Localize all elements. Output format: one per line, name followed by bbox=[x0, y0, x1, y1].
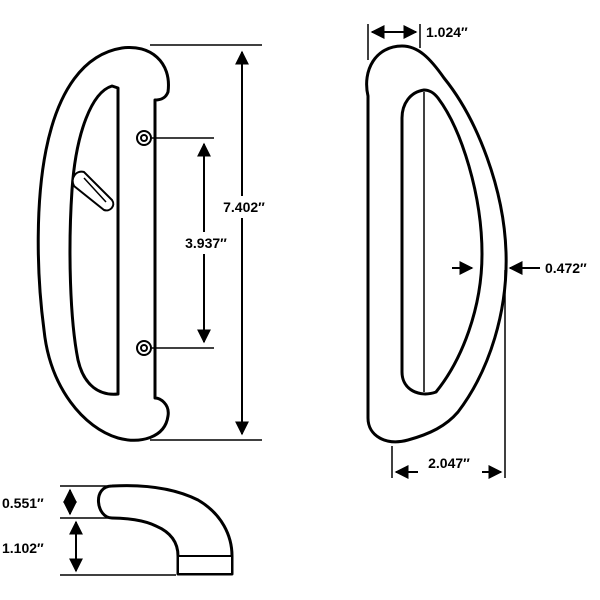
lock-lever-icon bbox=[71, 170, 115, 212]
hole-spacing-label: 3.937″ bbox=[185, 235, 227, 251]
hole-spacing-dimension: 3.937″ bbox=[152, 137, 238, 349]
profile-handle-outline bbox=[97, 484, 234, 576]
projection-label-bg bbox=[418, 454, 482, 474]
length-label-bg bbox=[212, 196, 276, 218]
projection-label: 2.047″ bbox=[428, 455, 470, 471]
hole-label-bg bbox=[174, 232, 238, 254]
front-view-handle bbox=[36, 45, 170, 442]
top-depth-label: 1.024″ bbox=[426, 24, 468, 40]
side-handle-inner-opening bbox=[400, 88, 484, 396]
profile-view-handle bbox=[97, 484, 234, 576]
side-view-handle bbox=[365, 44, 508, 444]
grip-dimensions: 0.551″ 1.102″ bbox=[2, 485, 176, 576]
top-depth-dimension: 1.024″ bbox=[367, 24, 468, 60]
projection-dimension: 2.047″ bbox=[391, 270, 506, 479]
bottom-screw-hole-center bbox=[140, 344, 148, 352]
front-handle-inner-opening bbox=[68, 84, 120, 396]
overall-length-label: 7.402″ bbox=[223, 199, 265, 215]
side-gap-dimension: 0.472″ bbox=[452, 260, 587, 276]
grip-bottom-label: 1.102″ bbox=[2, 540, 44, 556]
profile-foot-plate bbox=[177, 555, 233, 575]
overall-length-dimension: 7.402″ bbox=[150, 44, 276, 441]
top-screw-hole-center bbox=[140, 134, 148, 142]
side-gap-label: 0.472″ bbox=[545, 260, 587, 276]
grip-top-label: 0.551″ bbox=[2, 495, 44, 511]
lock-lever-slot bbox=[83, 177, 107, 203]
